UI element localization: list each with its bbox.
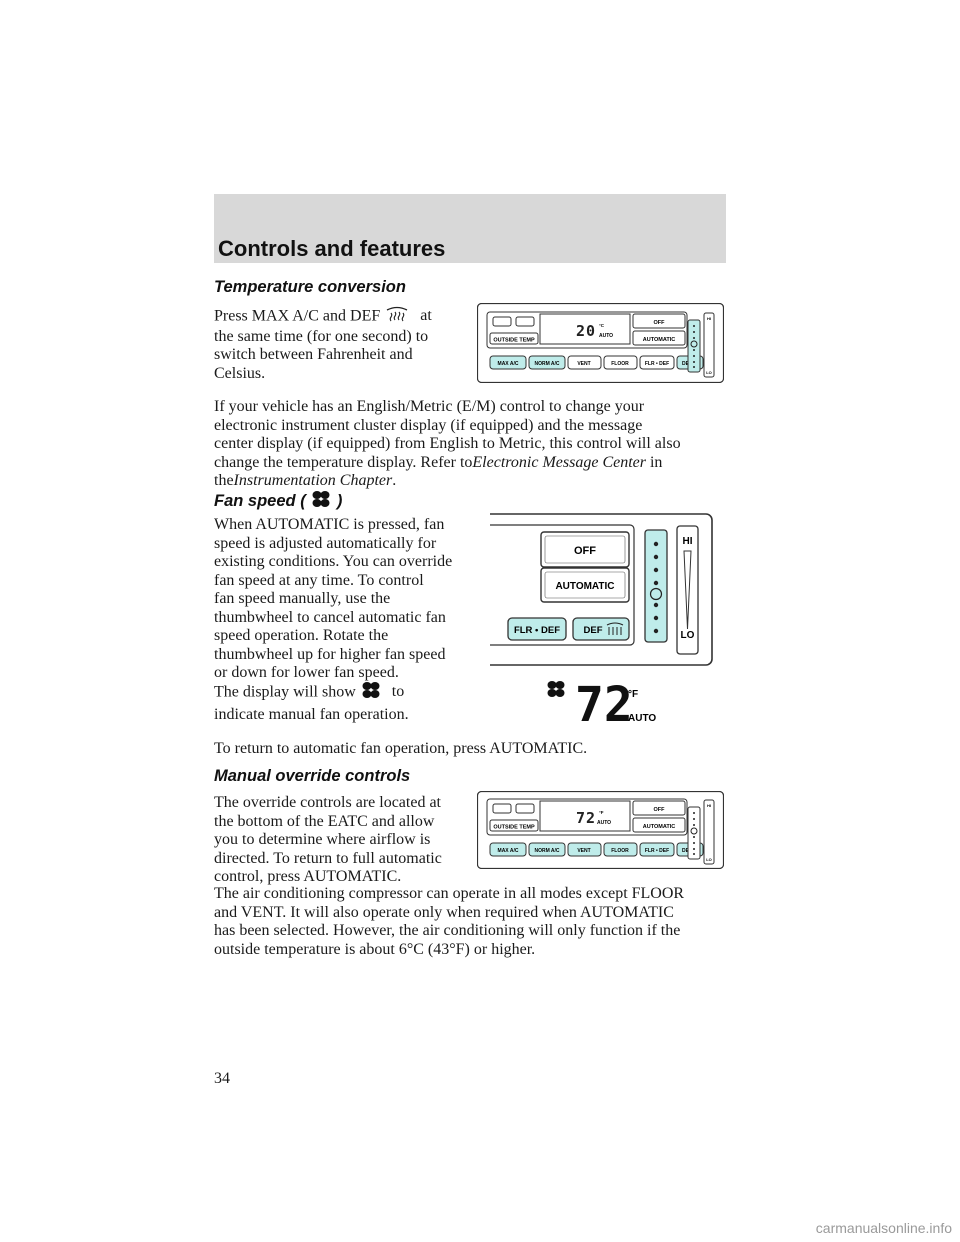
lo-label: LO [706,857,712,862]
def-label: DEF [682,361,692,367]
text-line: the same time (for one second) to [214,327,429,345]
max-ac-label: MAX A/C [498,361,519,367]
text-line: thumbwheel to cancel automatic fan [214,608,446,626]
off-label: OFF [574,545,596,557]
off-label: OFF [654,320,666,326]
lo-label: LO [681,630,695,641]
paragraph-fan-speed: When AUTOMATIC is pressed, fan speed is … [214,516,484,683]
display-temperature: 20 [576,322,596,340]
paragraph-english-metric: If your vehicle has an English/Metric (E… [214,398,681,491]
fan-icon [547,681,565,697]
text-line: When AUTOMATIC is pressed, fan [214,516,445,533]
text-segment: to [391,683,405,701]
hi-label: HI [707,803,711,808]
text-line: fan speed at any time. To control [214,571,424,589]
text-line: has been selected. However, the air cond… [214,922,681,939]
text-line: switch between Fahrenheit and [214,346,413,363]
text-segment: in [645,453,663,471]
vent-label: VENT [577,361,590,367]
lo-label: LO [706,370,712,375]
vent-label: VENT [577,848,590,854]
header-band [214,194,726,263]
text-line: you to determine where airflow is [214,831,431,848]
heading-segment: ) [336,491,343,510]
text-line: If your vehicle has an English/Metric (E… [214,398,645,415]
section-heading-manual-override: Manual override controls [214,767,411,785]
climate-panel-fahrenheit-image: OUTSIDE TEMP 72 °F AUTO OFF AUTOMATIC MA… [476,790,725,874]
text-line: or down for lower fan speed. [214,664,399,681]
text-line: directed. To return to full automatic [214,849,442,867]
flr-def-label: FLR • DEF [645,361,669,367]
paragraph-temp-conversion: Press MAX A/C and DEF at the same time (… [214,306,432,383]
display-unit: °C [599,323,605,328]
text-line: Celsius. [214,364,266,382]
text-segment: . [392,472,397,489]
display-mode: AUTO [597,820,611,826]
text-line: thumbwheel up for higher fan speed [214,645,446,663]
fan-icon [649,587,663,601]
heading-segment: Fan speed ( [214,491,306,510]
climate-panel-celsius-image: OUTSIDE TEMP 20 °C AUTO OFF AUTOMATIC MA… [476,302,725,388]
hi-label: HI [683,536,693,547]
automatic-label: AUTOMATIC [555,581,614,592]
paragraph-display-fan: The display will show to indicate manual… [214,680,409,724]
max-ac-label: MAX A/C [498,848,519,854]
text-segment: the [214,472,234,489]
flr-def-label: FLR • DEF [514,625,560,636]
outside-temp-label: OUTSIDE TEMP [493,825,535,831]
floor-label: FLOOR [611,361,629,367]
fan-icon [310,489,332,514]
text-line: at [420,307,432,325]
text-line: indicate manual fan operation. [214,705,409,723]
text-line: existing conditions. You can override [214,553,453,570]
defrost-icon [606,622,624,635]
norm-ac-label: NORM A/C [534,848,559,854]
display-unit: °F [628,689,638,700]
text-line: outside temperature is about 6°C (43°F) … [214,940,536,958]
automatic-label: AUTOMATIC [643,824,676,830]
text-link-instrumentation-chapter: Instrumentation Chapter [233,472,393,489]
page-title: Controls and features [218,236,446,261]
climate-panel-fan-closeup-image: OFF AUTOMATIC FLR • DEF DEF HI LO [490,511,715,673]
def-label: DEF [682,848,692,854]
text-line: The override controls are located at [214,794,441,811]
text-line: electronic instrument cluster display (i… [214,416,643,434]
text-line: the bottom of the EATC and allow [214,812,435,830]
section-heading-fan-speed: Fan speed ( ) [214,489,342,514]
text-line: center display (if equipped) from Englis… [214,435,681,452]
automatic-label: AUTOMATIC [643,337,676,343]
text-line: speed is adjusted automatically for [214,534,437,552]
display-temperature: 72 [576,809,596,827]
text-segment: The display will show [214,683,356,701]
section-heading-temperature-conversion: Temperature conversion [214,278,406,296]
outside-temp-label: OUTSIDE TEMP [493,338,535,344]
text-line: speed operation. Rotate the [214,627,389,644]
manual-fan-display-image: 72 °F AUTO [545,675,675,733]
off-label: OFF [654,807,666,813]
page-number: 34 [214,1070,230,1087]
text-line: The air conditioning compressor can oper… [214,885,685,902]
hi-label: HI [707,316,711,321]
watermark: carmanualsonline.info [815,1220,952,1236]
text-line: control, press AUTOMATIC. [214,868,402,885]
text-line: fan speed manually, use the [214,590,391,607]
text-segment: change the temperature display. Refer to [214,453,473,471]
norm-ac-label: NORM A/C [534,361,559,367]
display-mode: AUTO [599,333,613,339]
paragraph-manual-override: The override controls are located at the… [214,794,442,887]
floor-label: FLOOR [611,848,629,854]
text-link-electronic-message-center: Electronic Message Center [472,453,646,471]
text-line: Press MAX A/C and DEF [214,307,381,325]
fan-icon [360,680,382,706]
paragraph-return-auto: To return to automatic fan operation, pr… [214,740,588,757]
display-temperature: 72 [575,677,633,727]
paragraph-air-conditioning: The air conditioning compressor can oper… [214,885,684,959]
flr-def-label: FLR • DEF [645,848,669,854]
defrost-icon [384,306,410,328]
display-mode: AUTO [628,713,656,724]
display-unit: °F [599,810,604,815]
def-label: DEF [584,625,603,636]
text-line: and VENT. It will also operate only when… [214,903,674,921]
